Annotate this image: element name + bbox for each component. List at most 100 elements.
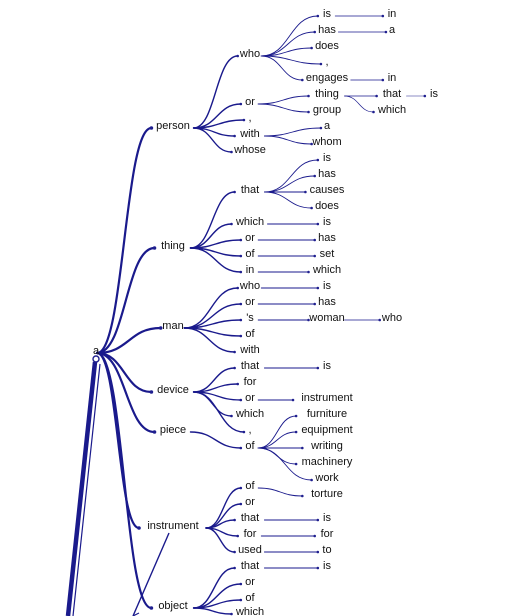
tree-word-used: used [238,544,262,556]
tree-word-which: which [235,216,264,228]
tree-word-in: in [388,72,397,84]
tree-node-dot [236,382,239,386]
tree-word-or: or [245,232,255,244]
tree-word-machinery: machinery [302,456,353,468]
tree-word-that: that [241,560,259,572]
tree-edge [257,415,297,449]
tree-edge-instrument-stem [132,532,170,616]
tree-word-who: who [239,280,260,292]
tree-word-device: device [157,384,189,396]
tree-edge [189,431,242,449]
tree-word-is: is [323,216,331,228]
tree-word-punct: , [248,112,251,124]
tree-edges [65,15,426,616]
tree-word-is: is [323,280,331,292]
tree-edge [260,15,319,57]
tree-word-who: who [381,312,402,324]
tree-word-furniture: furniture [307,408,347,420]
tree-edge [192,567,236,609]
tree-node-dot [239,582,243,586]
tree-node-dot [236,54,239,58]
tree-word-does: does [315,200,339,212]
tree-node-dot [316,14,320,18]
tree-node-dot [230,150,233,154]
root-node-ring [92,355,100,363]
tree-word-punct: , [248,424,251,436]
tree-node-dot [301,446,304,450]
tree-node-dot [301,494,304,498]
tree-node-dot [294,430,298,434]
tree-edge [205,527,236,553]
tree-word-of: of [245,480,255,492]
tree-node-dot [233,350,236,354]
tree-word-thing: thing [161,240,185,252]
tree-word-engages: engages [306,72,349,84]
tree-node-dot [242,430,246,434]
tree-node-dot [313,30,317,34]
tree-root-word: a [93,345,100,357]
tree-word-for: for [244,376,257,388]
tree-node-dot [230,414,233,418]
tree-node-dot [149,390,154,394]
tree-node-dot [239,502,243,506]
tree-node-dot [233,566,236,570]
tree-node-dot [149,126,154,130]
tree-edge [192,55,239,129]
tree-word-or: or [245,576,255,588]
tree-word-instrument: instrument [301,392,352,404]
tree-node-dot [307,94,310,98]
tree-word-has: has [318,168,336,180]
tree-node-dot [381,78,385,82]
tree-node-dot [307,270,310,274]
tree-node-dot [239,102,243,106]
tree-word-of: of [245,248,255,260]
tree-word-is: is [323,512,331,524]
tree-word-is: is [323,560,331,572]
tree-word-whom: whom [311,136,341,148]
tree-node-dot [233,550,236,554]
tree-edge [257,487,303,497]
tree-edge [192,391,245,433]
tree-word-that: that [383,88,401,100]
tree-word-instrument: instrument [147,520,198,532]
tree-word-woman: woman [308,312,344,324]
tree-node-dot [152,430,157,434]
tree-node-dot [236,286,239,290]
tree-word-s: 's [246,312,254,324]
tree-edge [257,447,313,481]
tree-word-of: of [245,592,255,604]
tree-node-dot [313,534,317,538]
tree-edge [263,135,313,145]
tree-edge [96,351,156,434]
tree-word-is: is [323,360,331,372]
tree-word-that: that [241,512,259,524]
tree-node-dot [381,14,385,18]
tree-node-dot [310,478,313,482]
tree-node-dot [242,118,246,122]
tree-word-which: which [235,408,264,420]
tree-edge [260,55,322,65]
tree-edge [189,247,242,273]
tree-node-dot [307,110,310,114]
tree-node-dot [313,254,317,258]
tree-node-dot [294,414,298,418]
tree-node-dot [375,94,378,98]
tree-word-is: is [430,88,438,100]
tree-node-dot [313,174,317,178]
tree-node-dot [230,612,233,616]
tree-word-causes: causes [310,184,345,196]
tree-edge [96,126,153,355]
tree-node-dot [233,190,236,194]
tree-word-who: who [239,48,260,60]
tree-node-dot [294,462,298,466]
tree-edge [344,95,374,113]
tree-word-a: a [324,120,331,132]
tree-word-has: has [318,24,336,36]
tree-word-work: work [314,472,339,484]
tree-node-dot [239,598,243,602]
tree-node-dot [304,190,307,194]
tree-word-with: with [239,344,260,356]
tree-node-dot [239,302,243,306]
tree-word-is: is [323,152,331,164]
